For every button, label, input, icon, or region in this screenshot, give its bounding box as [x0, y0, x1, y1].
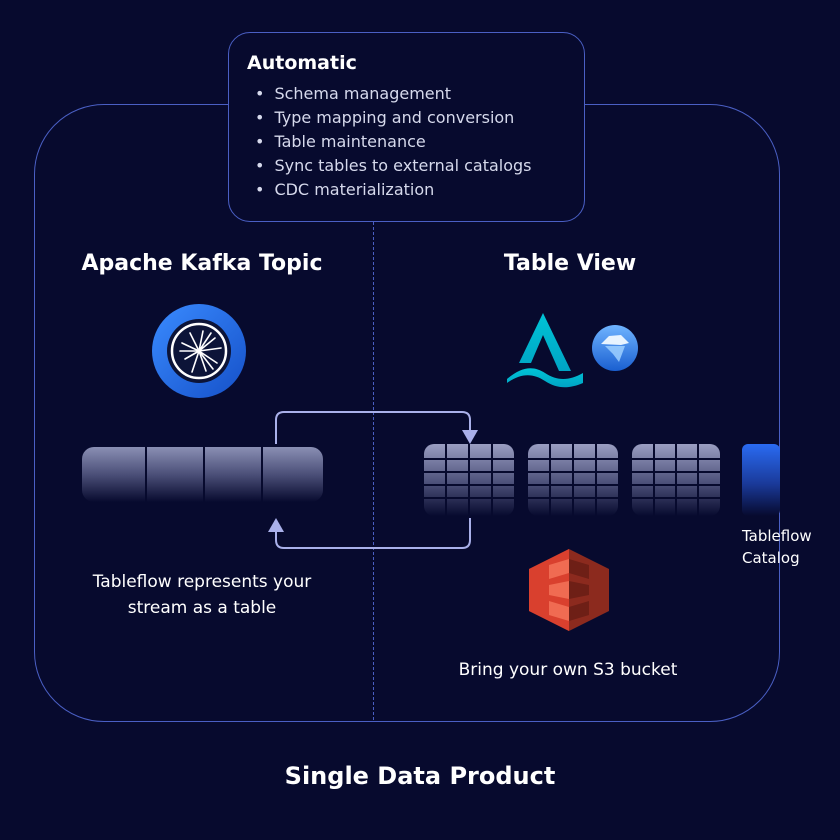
single-data-product-title: Single Data Product [284, 762, 556, 790]
feature-item: CDC materialization [255, 178, 584, 202]
s3-caption: Bring your own S3 bucket [458, 660, 678, 680]
arrow-head-down [462, 430, 478, 444]
feature-item: Schema management [255, 82, 584, 106]
catalog-label-line: Tableflow [742, 527, 812, 545]
feature-item: Type mapping and conversion [255, 106, 584, 130]
kafka-starburst-icon [152, 304, 246, 398]
tableflow-caption: Tableflow represents your stream as a ta… [64, 569, 340, 621]
catalog-label-line: Catalog [742, 549, 800, 567]
s3-bucket-icon [529, 549, 609, 631]
feature-item: Table maintenance [255, 130, 584, 154]
kafka-topic-title: Apache Kafka Topic [81, 251, 323, 276]
delta-lake-icon [507, 313, 583, 388]
table-view-title: Table View [503, 251, 637, 276]
arrow-head-up [268, 518, 284, 532]
caption-line: stream as a table [127, 598, 277, 618]
tableflow-catalog-icon [742, 444, 780, 516]
table-view-grids [424, 444, 724, 516]
iceberg-icon [592, 325, 638, 371]
automatic-feature-list: Schema management Type mapping and conve… [247, 82, 584, 202]
tableflow-catalog-label: Tableflow Catalog [742, 525, 838, 569]
automatic-title: Automatic [247, 52, 357, 74]
feature-item: Sync tables to external catalogs [255, 154, 584, 178]
center-divider [373, 222, 374, 720]
caption-line: Tableflow represents your [92, 572, 312, 592]
kafka-stream-bar [82, 447, 323, 502]
automatic-features-box: Automatic Schema management Type mapping… [228, 32, 585, 222]
